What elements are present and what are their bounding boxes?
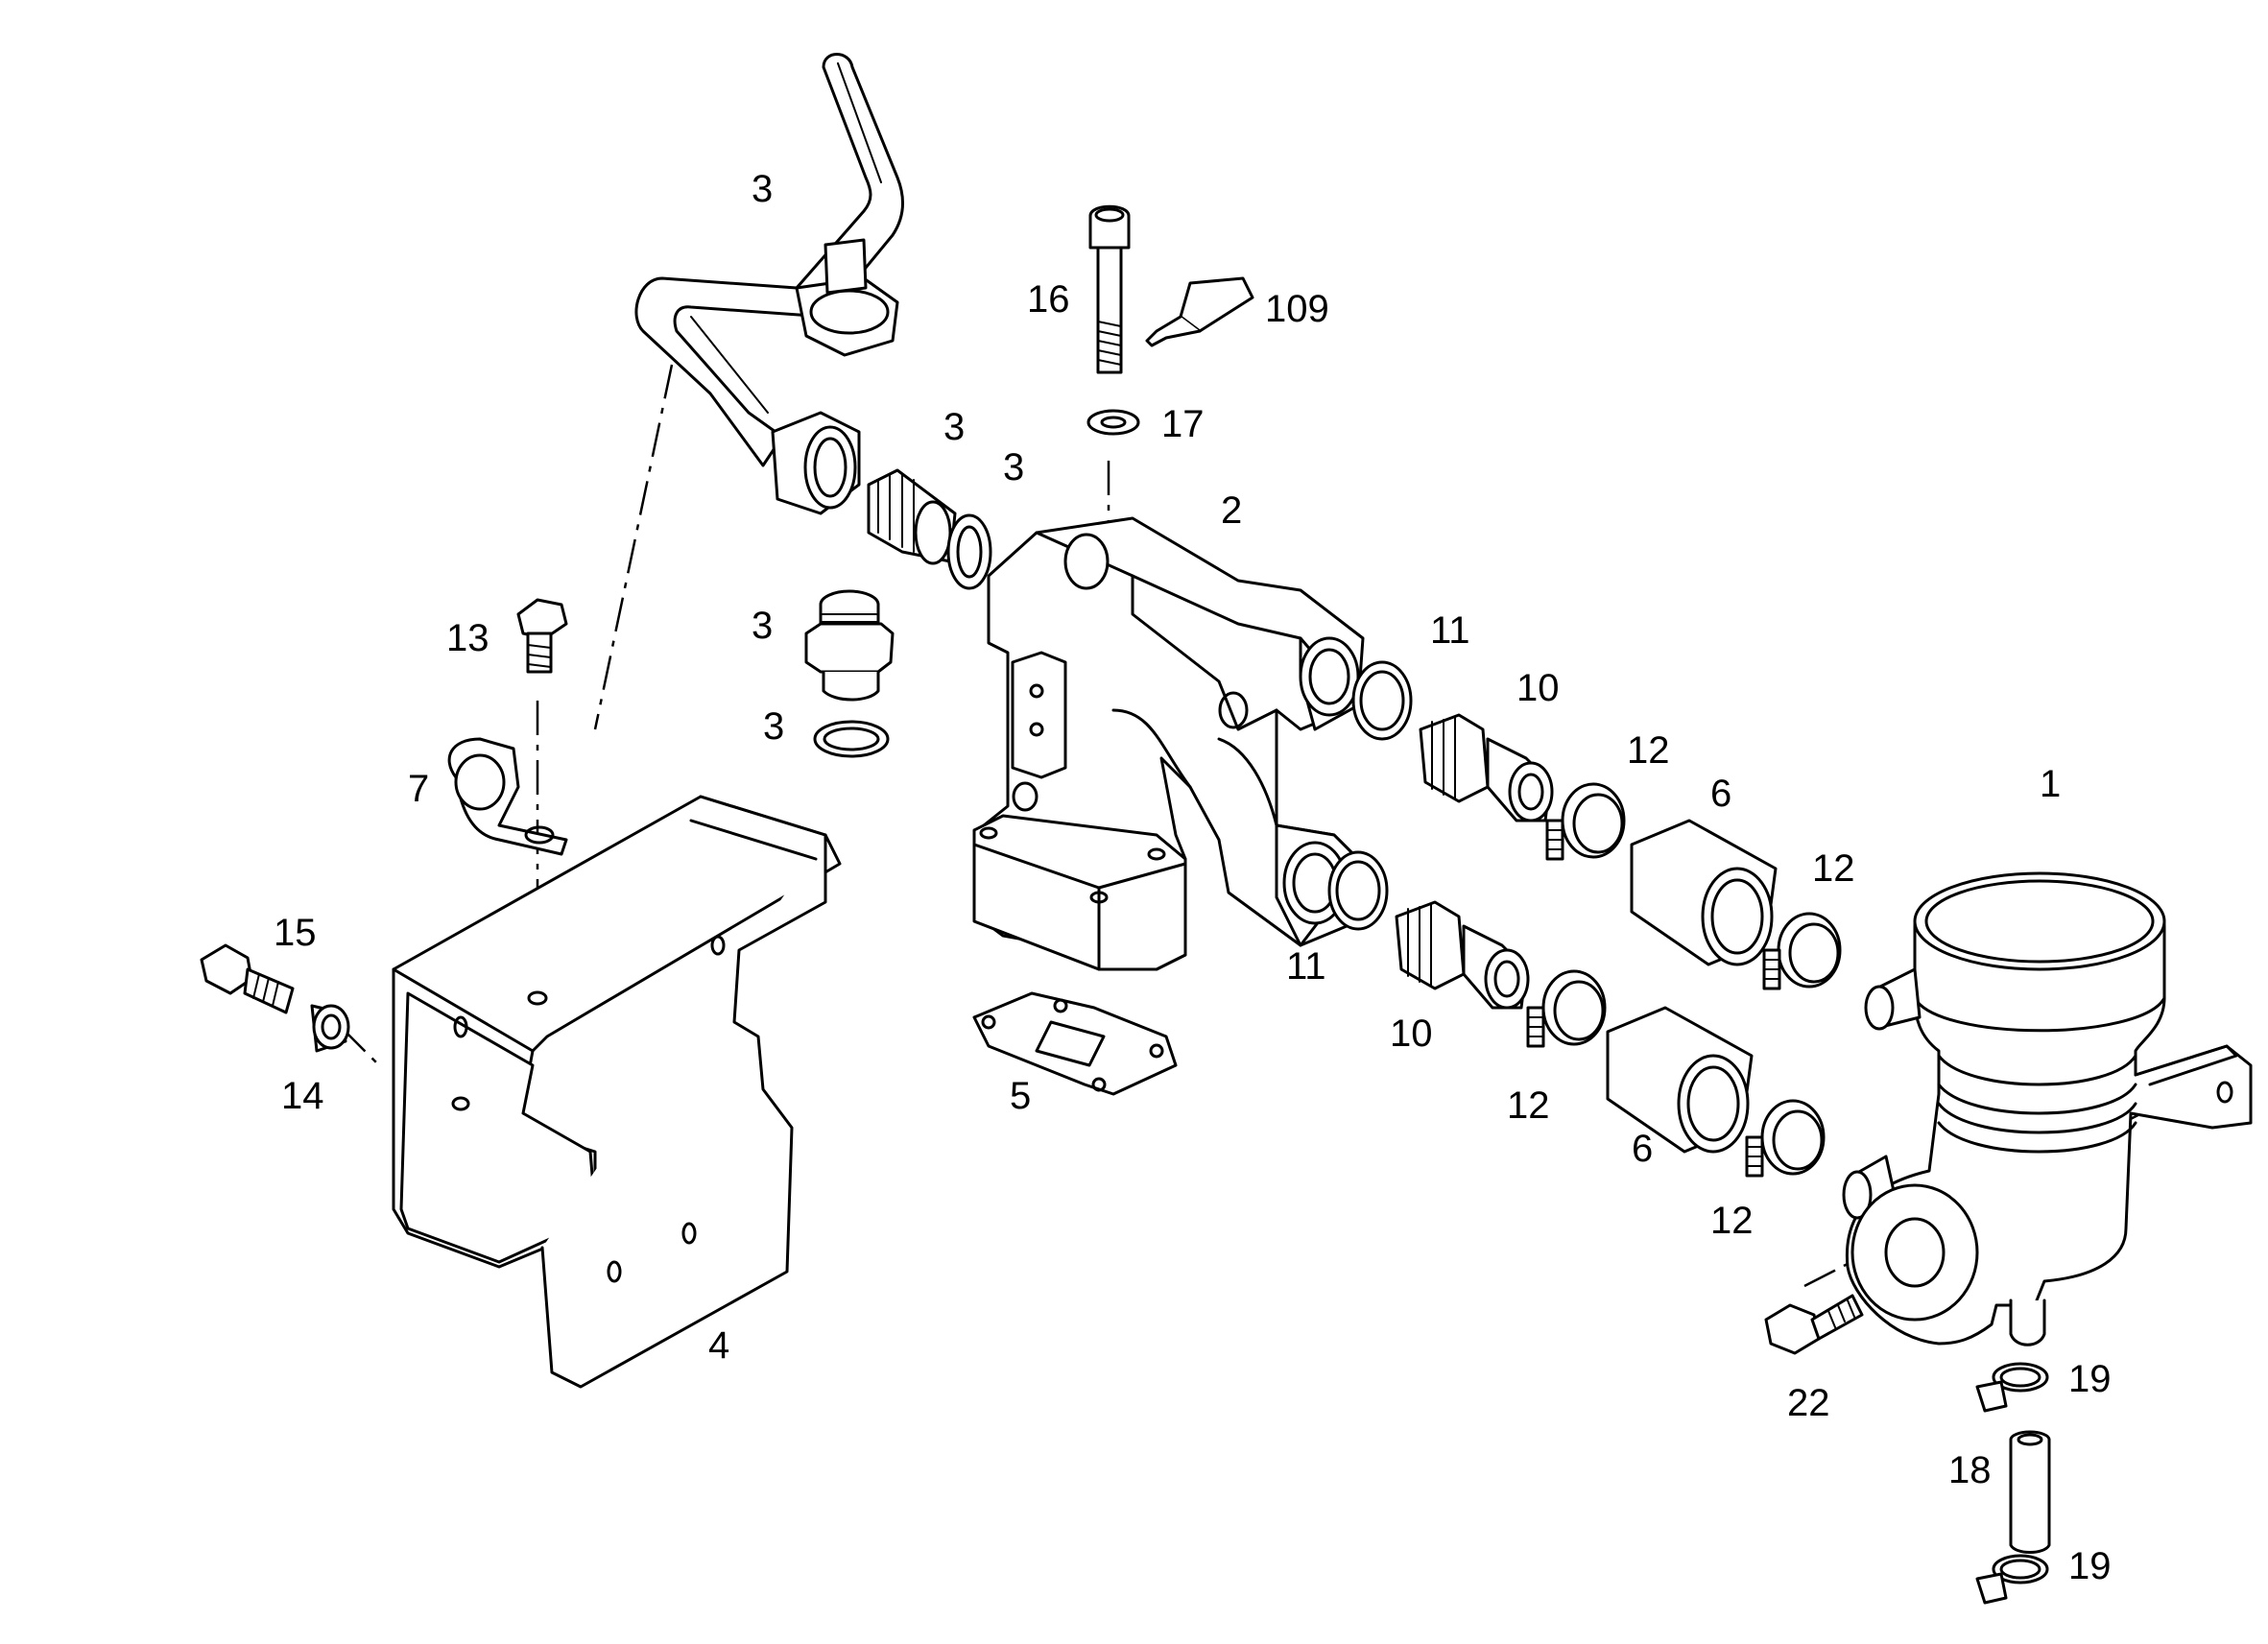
hose-part-6-upper (1630, 819, 1778, 966)
hose-clamp-part-12-b (1762, 912, 1842, 990)
callout-11-lower: 11 (1286, 945, 1326, 988)
hose-clamp-part-19-lower (1975, 1554, 2049, 1605)
flange-bolt-part-22 (1764, 1294, 1864, 1355)
callout-2: 2 (1221, 489, 1242, 532)
bolt-part-13 (516, 598, 568, 674)
pipe-part-3 (634, 53, 904, 515)
o-ring-part-11-lower (1327, 850, 1389, 931)
callout-13: 13 (446, 617, 489, 659)
o-ring-part-11-upper (1351, 660, 1413, 741)
callout-19-upper: 19 (2068, 1358, 2112, 1400)
callout-22: 22 (1787, 1382, 1830, 1424)
spacer-part-14 (310, 1004, 350, 1053)
callout-3-union: 3 (943, 406, 965, 448)
callout-19-lower: 19 (2068, 1545, 2112, 1587)
callout-3-pipe: 3 (752, 168, 773, 210)
callout-10-lower: 10 (1390, 1013, 1433, 1055)
callout-12-a: 12 (1627, 729, 1670, 772)
callout-3-oring: 3 (1003, 446, 1024, 488)
callout-7: 7 (408, 768, 429, 810)
gasket-part-5 (972, 991, 1178, 1096)
callout-14: 14 (281, 1075, 324, 1117)
callout-3-fitting: 3 (752, 605, 773, 647)
separator-part-1 (1842, 871, 2253, 1346)
callout-3-seal: 3 (763, 705, 784, 748)
callout-109: 109 (1265, 288, 1329, 330)
callout-6-upper: 6 (1710, 773, 1731, 815)
tube-part-18 (2009, 1430, 2051, 1554)
sealant-tube-part-109 (1145, 276, 1254, 347)
washer-part-17 (1086, 409, 1140, 436)
housing-part-2 (972, 516, 1365, 971)
bracket-part-4 (392, 795, 842, 1389)
callout-12-c: 12 (1507, 1084, 1550, 1127)
callout-18: 18 (1948, 1449, 1992, 1491)
hose-clamp-part-12-d (1745, 1099, 1826, 1178)
hose-fitting-part-10-upper (1419, 713, 1554, 822)
callout-6-lower: 6 (1632, 1128, 1653, 1170)
callout-11-upper: 11 (1430, 609, 1470, 652)
hose-part-6-lower (1606, 1006, 1754, 1154)
callout-labels: 1 2 3 3 3 3 3 4 5 6 6 7 10 10 11 11 12 1… (274, 168, 2112, 1587)
callout-16: 16 (1027, 278, 1070, 321)
union-fitting-part-3 (867, 468, 992, 590)
straight-fitting-part-3 (804, 589, 895, 758)
callout-15: 15 (274, 912, 317, 954)
callout-4: 4 (708, 1324, 729, 1367)
callout-5: 5 (1010, 1075, 1031, 1117)
callout-12-b: 12 (1812, 847, 1855, 890)
hose-clamp-part-19-upper (1975, 1362, 2049, 1413)
callout-10-upper: 10 (1516, 667, 1560, 709)
hex-screw-part-15 (200, 943, 295, 1014)
cap-screw-part-16 (1088, 204, 1131, 374)
hose-clamp-part-12-c (1526, 969, 1607, 1048)
pipe-clamp-part-7 (447, 737, 568, 856)
hose-fitting-part-10-lower (1395, 900, 1530, 1010)
callout-12-d: 12 (1710, 1200, 1754, 1242)
callout-1: 1 (2040, 763, 2061, 805)
hose-clamp-part-12-a (1545, 782, 1626, 861)
callout-17: 17 (1161, 403, 1205, 445)
